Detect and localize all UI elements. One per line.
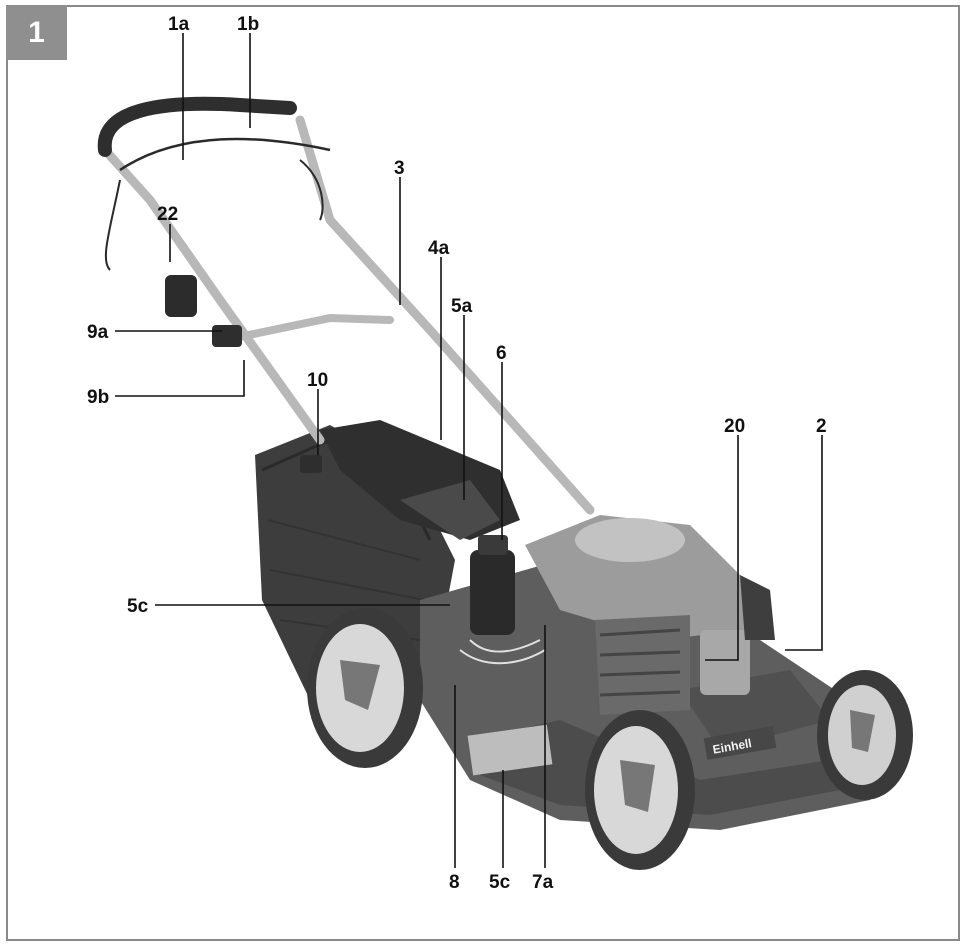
push-handle <box>97 96 595 515</box>
label-4a: 4a <box>428 238 450 259</box>
label-2: 2 <box>816 416 827 437</box>
label-3: 3 <box>394 158 405 179</box>
label-22: 22 <box>157 204 178 225</box>
label-10: 10 <box>307 370 328 391</box>
front-left-wheel <box>585 710 695 870</box>
label-7a: 7a <box>532 872 554 893</box>
label-1a: 1a <box>168 14 190 35</box>
leader-9b <box>115 360 245 397</box>
label-1b: 1b <box>237 14 259 35</box>
leader-20 <box>705 435 739 661</box>
figure-frame <box>6 5 960 941</box>
label-9a: 9a <box>87 322 109 343</box>
oil-bottle <box>459 535 546 665</box>
label-5c-left: 5c <box>127 596 149 617</box>
label-6: 6 <box>496 343 507 364</box>
bag-lid <box>320 420 520 540</box>
callout-labels: 1a 1b 3 22 4a 5a 6 9a 9b 10 20 2 5c 8 5c… <box>87 14 827 893</box>
label-9b: 9b <box>87 387 109 408</box>
leader-lines <box>115 33 823 868</box>
brand-decal-text: Einhell <box>712 736 753 757</box>
brand-decal: Einhell <box>703 726 777 760</box>
front-right-wheel <box>817 670 913 800</box>
label-5c-bottom: 5c <box>489 872 511 893</box>
engine-hood <box>525 515 775 715</box>
label-8: 8 <box>449 872 460 893</box>
rear-left-wheel <box>307 608 423 768</box>
figure-number-badge: 1 <box>6 5 67 60</box>
leader-2 <box>785 435 823 651</box>
label-5a: 5a <box>451 296 473 317</box>
label-20: 20 <box>724 416 745 437</box>
